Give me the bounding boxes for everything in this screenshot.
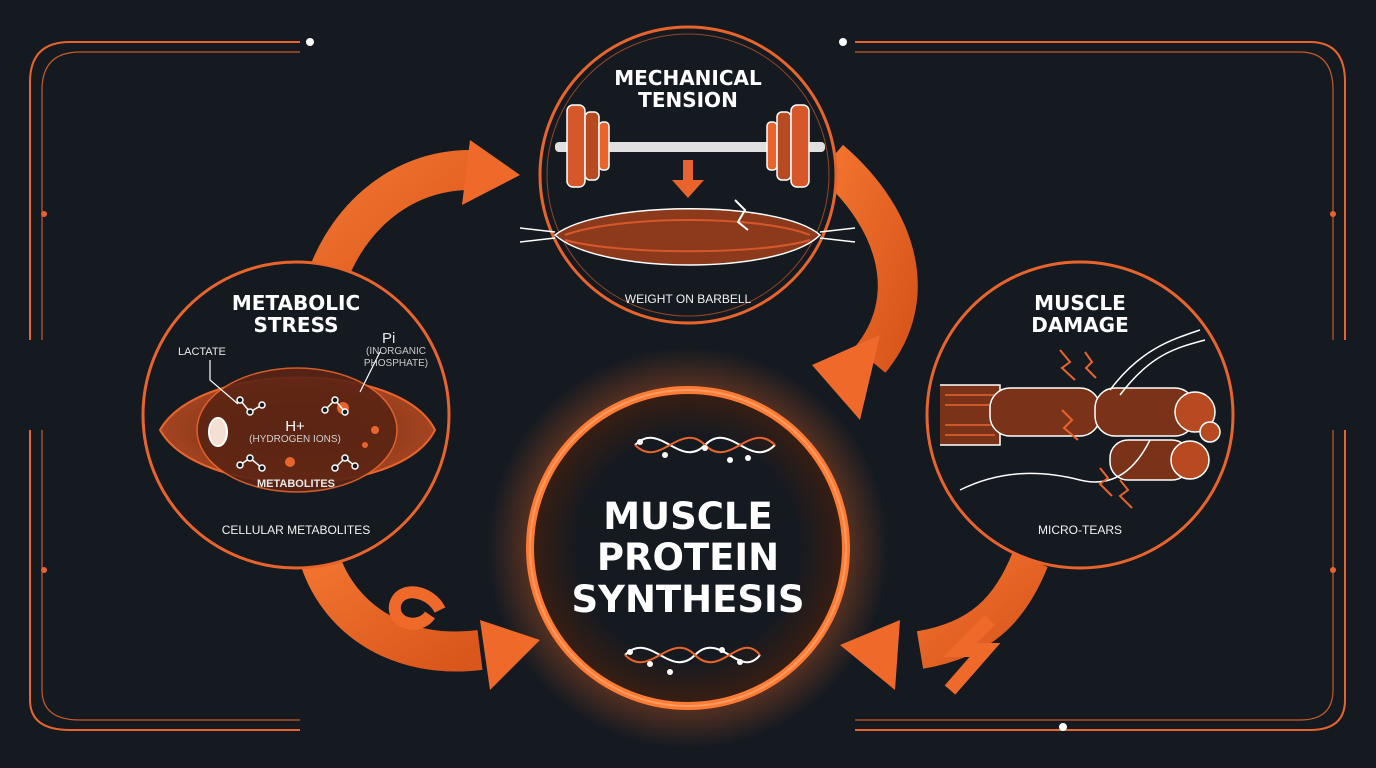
outer-frame <box>29 41 1346 731</box>
center-title-line2: PROTEIN <box>596 536 780 580</box>
dna-helix-icon <box>634 436 776 463</box>
arrow-tension-to-center <box>812 144 918 420</box>
pi-pointer <box>359 351 381 393</box>
h-description: (HYDROGEN IONS) <box>249 434 341 445</box>
frame-dot <box>839 38 847 46</box>
center-title: MUSCLE PROTEIN SYNTHESIS <box>538 495 838 621</box>
metabolic-caption: CELLULAR METABOLITES <box>221 523 371 537</box>
h-plus-label: H+ <box>285 418 305 435</box>
tension-caption: WEIGHT ON BARBELL <box>624 292 752 306</box>
frame-dot <box>1059 723 1067 731</box>
arrow-damage-to-center <box>840 552 1048 695</box>
pi-description-line2: PHOSPHATE) <box>363 357 429 369</box>
pi-description-line1: (INORGANIC <box>366 346 426 357</box>
center-title-line3: SYNTHESIS <box>571 577 805 621</box>
tension-title: MECHANICAL TENSION <box>578 67 798 112</box>
lactate-pointer <box>209 360 239 405</box>
tension-title-line2: TENSION <box>638 88 738 113</box>
muscle-fiber-icon <box>519 199 856 266</box>
center-title-line1: MUSCLE <box>603 495 773 538</box>
molecule-icon <box>236 396 359 472</box>
frame-dot <box>41 211 47 217</box>
metabolic-title-line2: STRESS <box>253 313 339 338</box>
frame-dot <box>306 38 314 46</box>
lactate-label: LACTATE <box>178 346 226 358</box>
pi-label: Pi <box>382 330 396 347</box>
barbell-icon <box>555 104 825 188</box>
damage-title-line1: MUSCLE <box>1034 291 1126 315</box>
inner-frame <box>41 51 1334 721</box>
tension-title-line1: MECHANICAL <box>614 66 762 90</box>
pi-description: (INORGANIC PHOSPHATE) <box>356 346 436 369</box>
lightning-icon <box>1059 349 1133 509</box>
damage-caption: MICRO-TEARS <box>1038 523 1122 537</box>
damage-title-line2: DAMAGE <box>1031 313 1129 338</box>
metabolites-label: METABOLITES <box>256 478 335 490</box>
muscle-fiber-icon <box>940 329 1221 491</box>
damage-title: MUSCLE DAMAGE <box>980 292 1180 337</box>
frame-dot <box>1330 567 1336 573</box>
frame-dot <box>1330 211 1336 217</box>
metabolic-title-line1: METABOLIC <box>231 291 361 315</box>
frame-dot <box>41 567 47 573</box>
center-circle <box>488 348 888 748</box>
dna-helix-icon <box>624 646 761 675</box>
down-arrow-icon <box>672 160 704 198</box>
metabolic-title: METABOLIC STRESS <box>196 292 396 337</box>
